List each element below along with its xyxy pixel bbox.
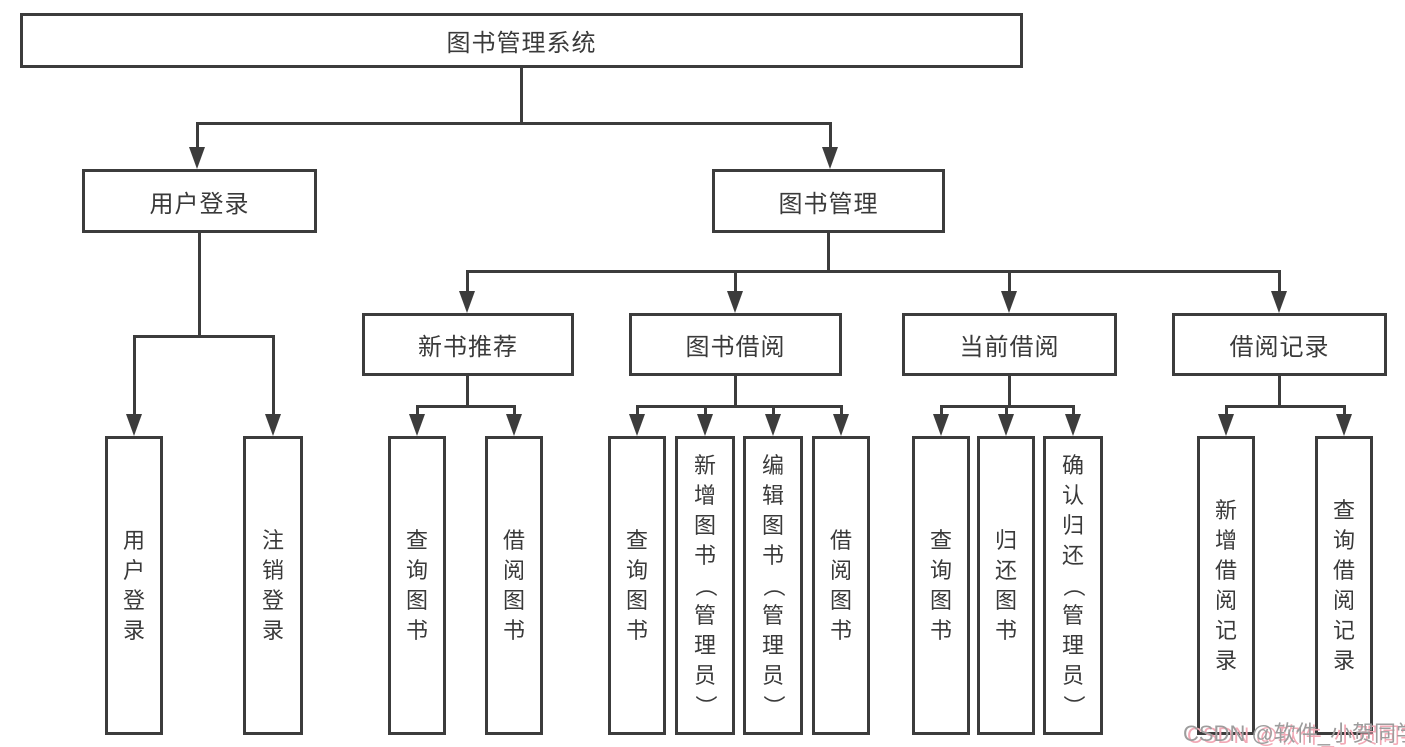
node-book-borrowing: 图书借阅: [629, 313, 842, 376]
arrowhead-icon: [697, 405, 713, 436]
leaf-label: 用户登录: [122, 527, 145, 643]
leaf-return-books: 归还图书: [977, 436, 1035, 735]
arrowhead-icon: [822, 122, 838, 169]
leaf-add-book-admin: 新增图书（管理员）: [675, 436, 735, 735]
arrowhead-icon: [833, 405, 849, 436]
arrowhead-icon: [1336, 405, 1352, 436]
leaf-query-books-borrow: 查询图书: [608, 436, 666, 735]
leaf-label: 新增借阅记录: [1214, 497, 1237, 673]
arrowhead-icon: [126, 335, 142, 436]
arrowhead-icon: [1065, 405, 1081, 436]
arrowhead-icon: [189, 122, 205, 169]
leaf-add-borrow-record: 新增借阅记录: [1197, 436, 1255, 735]
node-current-borrowing: 当前借阅: [902, 313, 1117, 376]
connector-line: [1225, 405, 1345, 408]
leaf-label: 新增图书（管理员）: [692, 452, 718, 717]
node-borrowing-records: 借阅记录: [1172, 313, 1387, 376]
arrowhead-icon: [727, 270, 743, 313]
node-label: 借阅记录: [1229, 334, 1330, 361]
csdn-watermark: CSDN @软件_小贺同学: [1183, 721, 1405, 746]
arrowhead-icon: [409, 405, 425, 436]
leaf-query-borrow-record: 查询借阅记录: [1315, 436, 1373, 735]
arrowhead-icon: [1218, 405, 1234, 436]
arrowhead-icon: [629, 405, 645, 436]
leaf-user-login: 用户登录: [105, 436, 163, 735]
node-new-book-recommendation: 新书推荐: [362, 313, 574, 376]
arrowhead-icon: [459, 270, 475, 313]
connector-line: [636, 405, 842, 408]
leaf-label: 借阅图书: [829, 527, 852, 643]
arrowhead-icon: [1271, 270, 1287, 313]
leaf-borrow-books: 借阅图书: [812, 436, 870, 735]
arrowhead-icon: [765, 405, 781, 436]
connector-line: [416, 405, 515, 408]
arrowhead-icon: [998, 405, 1014, 436]
node-user-login: 用户登录: [82, 169, 317, 233]
node-label: 图书管理系统: [446, 30, 597, 57]
leaf-query-books-current: 查询图书: [912, 436, 970, 735]
leaf-borrow-books-recommend: 借阅图书: [485, 436, 543, 735]
leaf-label: 归还图书: [994, 527, 1017, 643]
arrowhead-icon: [265, 335, 281, 436]
leaf-label: 编辑图书（管理员）: [760, 452, 786, 717]
leaf-label: 查询借阅记录: [1332, 497, 1355, 673]
node-label: 图书借阅: [685, 334, 786, 361]
connector-line: [520, 68, 523, 122]
connector-line: [198, 233, 201, 335]
leaf-label: 注销登录: [261, 527, 284, 643]
node-label: 新书推荐: [418, 334, 518, 361]
leaf-label: 确认归还（管理员）: [1060, 452, 1086, 717]
node-library-management-system: 图书管理系统: [20, 13, 1023, 68]
leaf-confirm-return-admin: 确认归还（管理员）: [1043, 436, 1103, 735]
connector-line: [827, 233, 830, 270]
connector-line: [466, 270, 1280, 273]
leaf-logout: 注销登录: [243, 436, 303, 735]
leaf-label: 借阅图书: [502, 527, 525, 643]
connector-line: [1008, 375, 1011, 405]
arrowhead-icon: [1001, 270, 1017, 313]
connector-line: [133, 335, 274, 338]
leaf-query-books-recommend: 查询图书: [388, 436, 446, 735]
leaf-label: 查询图书: [625, 527, 648, 643]
connector-line: [466, 376, 469, 405]
leaf-label: 查询图书: [929, 527, 952, 643]
node-label: 图书管理: [778, 190, 879, 218]
leaf-label: 查询图书: [405, 527, 428, 643]
connector-line: [196, 122, 832, 125]
arrowhead-icon: [933, 405, 949, 436]
connector-line: [734, 376, 737, 405]
connector-line: [1278, 375, 1281, 405]
node-label: 用户登录: [149, 190, 250, 218]
node-book-management: 图书管理: [712, 169, 945, 233]
leaf-edit-book-admin: 编辑图书（管理员）: [743, 436, 803, 735]
node-label: 当前借阅: [959, 334, 1060, 361]
arrowhead-icon: [506, 405, 522, 436]
